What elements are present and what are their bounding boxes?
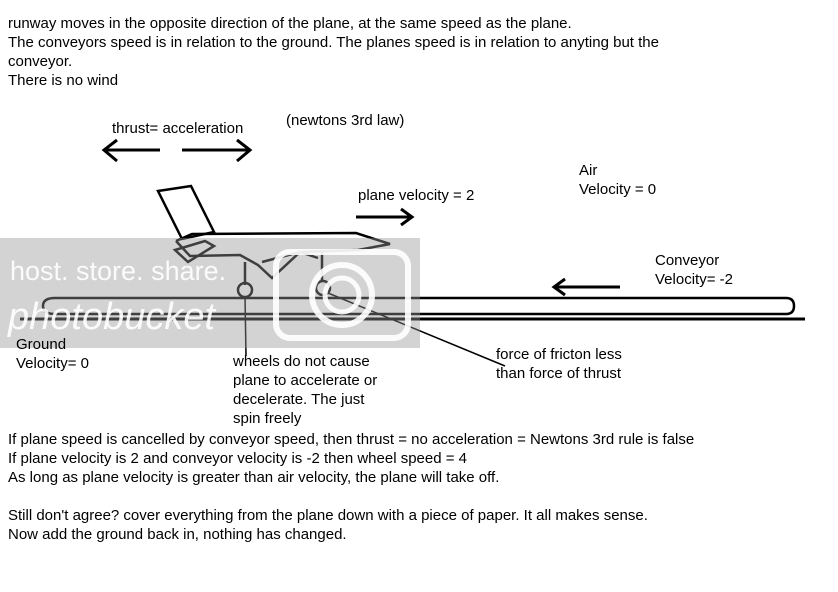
conclusion-line-1: If plane speed is cancelled by conveyor … [8,431,695,448]
conclusion-line-5: Now add the ground back in, nothing has … [8,526,347,543]
conclusion-line-4: Still don't agree? cover everything from… [8,507,648,524]
thrust-right-arrow-icon [182,138,253,163]
thrust-left-arrow-icon [101,138,160,163]
conveyor-label: Conveyor [655,252,720,269]
wheels-note-line-2: plane to accelerate or [233,372,378,389]
wheels-note-line-1: wheels do not cause [233,353,370,370]
ground-velocity-label: Velocity= 0 [16,355,89,372]
conveyor-velocity-label: Velocity= -2 [655,271,733,288]
air-label: Air [579,162,598,179]
conveyor-velocity-arrow-icon [551,277,620,297]
friction-note-line-2: than force of thrust [496,365,622,382]
header-line-3: conveyor. [8,53,73,70]
air-velocity-label: Velocity = 0 [579,181,657,198]
plane-velocity-arrow-icon [356,207,415,227]
airplane-icon [156,184,391,299]
header-line-4: There is no wind [8,72,119,89]
friction-note-line-1: force of fricton less [496,346,622,363]
plane-velocity-label: plane velocity = 2 [358,187,475,204]
conclusion-line-3: As long as plane velocity is greater tha… [8,469,500,486]
conclusion-line-2: If plane velocity is 2 and conveyor velo… [8,450,468,467]
thrust-label: thrust= acceleration [112,120,244,137]
conveyor-belt [20,296,805,321]
wheels-note-line-3: decelerate. The just [233,391,365,408]
wheels-note-line-4: spin freely [233,410,302,427]
header-line-2: The conveyors speed is in relation to th… [8,34,659,51]
wheel-pointer-line [244,295,247,357]
ground-label: Ground [16,336,67,353]
newton-label: (newtons 3rd law) [286,112,405,129]
header-line-1: runway moves in the opposite direction o… [8,15,572,32]
